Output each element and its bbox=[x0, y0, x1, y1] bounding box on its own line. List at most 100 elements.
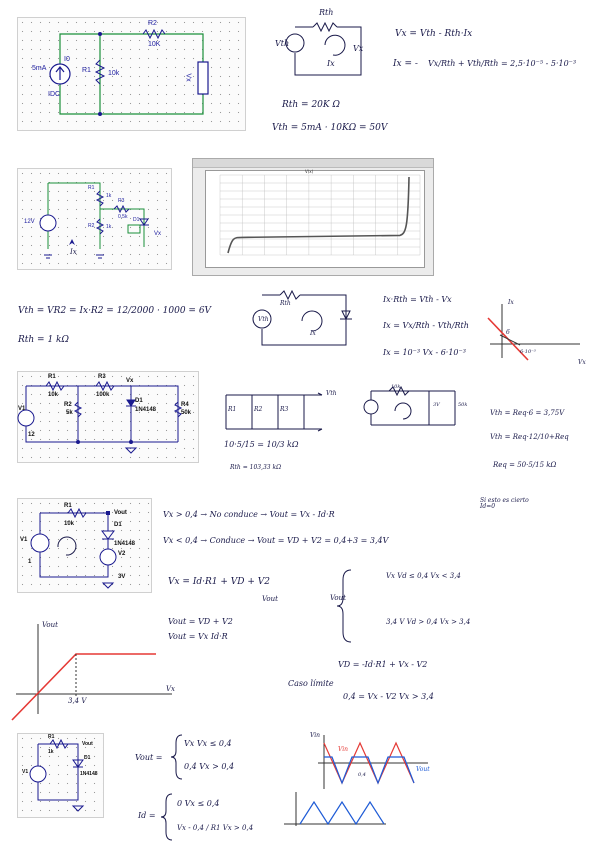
eq-s5-id: Id = bbox=[138, 811, 156, 820]
eq-s3-rth: Rth = 103,33 kΩ bbox=[230, 464, 282, 471]
req-vth: Vth bbox=[326, 390, 337, 397]
r-label-a: R1 bbox=[228, 406, 237, 413]
sim-plot-area bbox=[205, 170, 425, 268]
w-vin-red: Vin bbox=[338, 746, 349, 753]
schematic-1-wires bbox=[49, 28, 209, 116]
eq-s4-3b: Vout bbox=[262, 595, 278, 603]
tg-34: 3,4 V bbox=[68, 697, 87, 705]
sim-trace-title: V(x) bbox=[305, 169, 314, 174]
v1-label-3: V1 bbox=[18, 406, 26, 412]
d1-label-2: D1 bbox=[133, 217, 140, 223]
schematic-4: R1 10k Vout D1 1N4148 V1 1 V2 3V bbox=[17, 498, 152, 593]
caso-limite: Caso límite bbox=[288, 679, 334, 688]
d1-value-4: 1N4148 bbox=[114, 541, 136, 547]
r2-value-2: 1k bbox=[106, 224, 112, 230]
w-vin: Vin bbox=[310, 732, 321, 739]
eq-s2-c2: Ix = Vx/Rth - Vth/Rth bbox=[383, 321, 469, 330]
eq-s3-1: Vth = Req·6 = 3,75V bbox=[490, 409, 565, 417]
case-a: Vx Vd ≤ 0,4 Vx < 3,4 bbox=[386, 572, 461, 580]
r-label-c: R3 bbox=[280, 406, 289, 413]
v1-value-4: 1 bbox=[28, 559, 32, 565]
eq-s2-2: Rth = 1 kΩ bbox=[18, 335, 69, 345]
r-label-b: R2 bbox=[254, 406, 263, 413]
thevenin-sketch-1: Rth Vth Ix Vx bbox=[275, 5, 375, 85]
r3-label-2: R3 bbox=[118, 198, 125, 204]
eq-s4-3: Vx = Id·R1 + VD + V2 bbox=[168, 577, 270, 587]
r2-label-2: R2 bbox=[88, 223, 95, 229]
thevenin-sketch-3: 10k 3V 50k bbox=[363, 384, 485, 433]
schematic-2: 12V R1 1k R2 1k R3 0.5k D1 Ix Vx bbox=[17, 168, 172, 270]
vx-label-3: Vx bbox=[126, 378, 134, 384]
vx-label: Vx bbox=[184, 73, 192, 82]
eq-s4-4: Vout = VD + V2 bbox=[168, 617, 233, 626]
r1-value-3: 10k bbox=[48, 392, 59, 398]
d1-label-4: D1 bbox=[114, 522, 122, 528]
eq-s1-2b: Vx/Rth + Vth/Rth = 2,5·10⁻⁵ - 5·10⁻³ bbox=[428, 59, 577, 68]
eq-s4-vd: VD = -Id·R1 + Vx - V2 bbox=[338, 660, 428, 669]
d1-value-5: 1N4148 bbox=[80, 771, 98, 777]
eq-s2-c1: Ix·Rth = Vth - Vx bbox=[383, 295, 452, 304]
vout-label-4: Vout bbox=[114, 510, 127, 516]
g-6: 6 bbox=[506, 329, 510, 336]
rv-50k: 50k bbox=[458, 402, 468, 408]
w-vout: Vout bbox=[416, 766, 430, 773]
sim-plot-svg bbox=[219, 174, 421, 256]
thevenin-diode-sketch: Rth Vth Ix bbox=[250, 283, 375, 358]
i0-value: 5mA bbox=[32, 65, 47, 72]
r1-value-5: 1k bbox=[48, 749, 54, 755]
vth-label: Vth bbox=[275, 39, 290, 48]
eq-s3-3: Req = 50·5/15 kΩ bbox=[493, 461, 557, 469]
r1-label: R1 bbox=[82, 67, 91, 74]
w-04: 0,4 bbox=[358, 772, 366, 778]
r2-value: 10K bbox=[148, 41, 161, 48]
r2-value-3: 5k bbox=[66, 410, 73, 416]
tg-vout: Vout bbox=[42, 621, 58, 629]
rth-label: Rth bbox=[319, 8, 334, 17]
eq-s3-2: Vth = Req·12/10+Req bbox=[490, 433, 569, 441]
eq-s5-c1: Vx Vx ≤ 0,4 bbox=[184, 739, 232, 748]
v2-value-4: 3V bbox=[118, 574, 126, 580]
schematic-3: R1 10k R3 100k R2 5k R4 50k V1 12 D1 1N4… bbox=[17, 371, 199, 463]
ix-label-2: Ix bbox=[70, 248, 77, 256]
eq-s5-c2: 0,4 Vx > 0,4 bbox=[184, 762, 235, 771]
sim-trace bbox=[227, 176, 410, 254]
eq-s1-3: Rth = 20K Ω bbox=[282, 100, 340, 110]
schematic-1: R2 10K I0 5mA IDC R1 10k Vx bbox=[17, 17, 246, 131]
r4-label-3: R4 bbox=[181, 402, 189, 408]
sim-toolbar bbox=[193, 159, 433, 168]
tg-vx: Vx bbox=[166, 685, 176, 693]
i0-label: I0 bbox=[64, 56, 70, 63]
eq-s2-1: Vth = VR2 = Ix·R2 = 12/2000 · 1000 = 6V bbox=[18, 306, 212, 316]
c-rth: Rth bbox=[280, 300, 291, 307]
eq-s1-4: Vth = 5mA · 10KΩ = 50V bbox=[272, 123, 388, 133]
rv-10k: 10k bbox=[391, 384, 401, 390]
eq-s1-1: Vx = Vth - Rth·Ix bbox=[395, 29, 473, 39]
v12-label: 12V bbox=[24, 219, 35, 225]
case-b: 3,4 V Vd > 0,4 Vx > 3,4 bbox=[386, 618, 471, 626]
current-waveform bbox=[280, 790, 390, 830]
g-vx: Vx bbox=[578, 359, 586, 366]
eq-s2-c3: Ix = 10⁻³ Vx - 6·10⁻³ bbox=[383, 348, 466, 357]
eq-s4-2: Vx < 0,4 → Conduce → Vout = VD + V2 = 0,… bbox=[163, 536, 389, 545]
v1-label-4: V1 bbox=[20, 537, 28, 543]
eq-s4-5: Vout = Vx Id·R bbox=[168, 632, 228, 641]
piecewise-brace-4 bbox=[335, 568, 355, 644]
v2-label-4: V2 bbox=[118, 551, 126, 557]
schematic-5: R1 1k Vout D1 1N4148 V1 bbox=[17, 733, 104, 818]
simulation-window: V(x) bbox=[192, 158, 434, 276]
r1-value-4: 10k bbox=[64, 521, 75, 527]
r1-label-4: R1 bbox=[64, 503, 72, 509]
vout-label-5: Vout bbox=[82, 741, 93, 747]
d1-label-3: D1 bbox=[135, 398, 143, 404]
note-s4: Si esto es cierto Id=0 bbox=[480, 497, 529, 510]
eq-s1-2a: Ix = - bbox=[393, 59, 418, 69]
r1-label-3: R1 bbox=[48, 374, 56, 380]
r1-label-5: R1 bbox=[48, 734, 55, 740]
r1-label-2: R1 bbox=[88, 185, 95, 191]
vx-label-sketch: Vx bbox=[353, 44, 364, 53]
brace-s5a bbox=[170, 733, 184, 781]
transfer-graph: Vout Vx 3,4 V bbox=[8, 622, 178, 722]
ix-label: Ix bbox=[327, 59, 335, 68]
idc-label: IDC bbox=[48, 91, 61, 98]
g-val: 6·10⁻³ bbox=[520, 349, 536, 355]
